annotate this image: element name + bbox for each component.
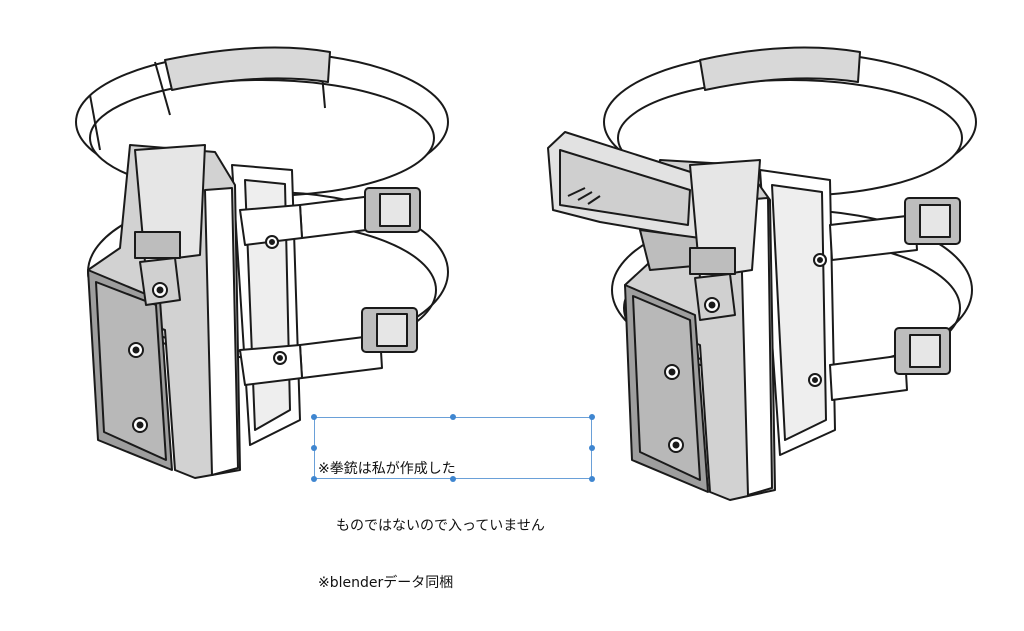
- resize-handle-top-left[interactable]: [311, 414, 317, 420]
- resize-handle-top-center[interactable]: [450, 414, 456, 420]
- resize-handle-bottom-left[interactable]: [311, 476, 317, 482]
- holster-with-gun-illustration: [547, 46, 977, 501]
- resize-handle-middle-left[interactable]: [311, 445, 317, 451]
- artwork-canvas: ※拳銃は私が作成した ものではないので入っていません ※blenderデータ同梱: [75, 46, 977, 591]
- caption-text[interactable]: ※拳銃は私が作成した ものではないので入っていません ※blenderデータ同梱: [318, 422, 545, 631]
- caption-line-2: ものではないので入っていません: [336, 518, 545, 534]
- caption-line-1: ※拳銃は私が作成した: [318, 461, 456, 477]
- resize-handle-bottom-center[interactable]: [450, 476, 456, 482]
- caption-line-3: ※blenderデータ同梱: [318, 575, 454, 591]
- resize-handle-top-right[interactable]: [589, 414, 595, 420]
- resize-handle-middle-right[interactable]: [589, 445, 595, 451]
- holster-empty-illustration: [75, 46, 449, 479]
- resize-handle-bottom-right[interactable]: [589, 476, 595, 482]
